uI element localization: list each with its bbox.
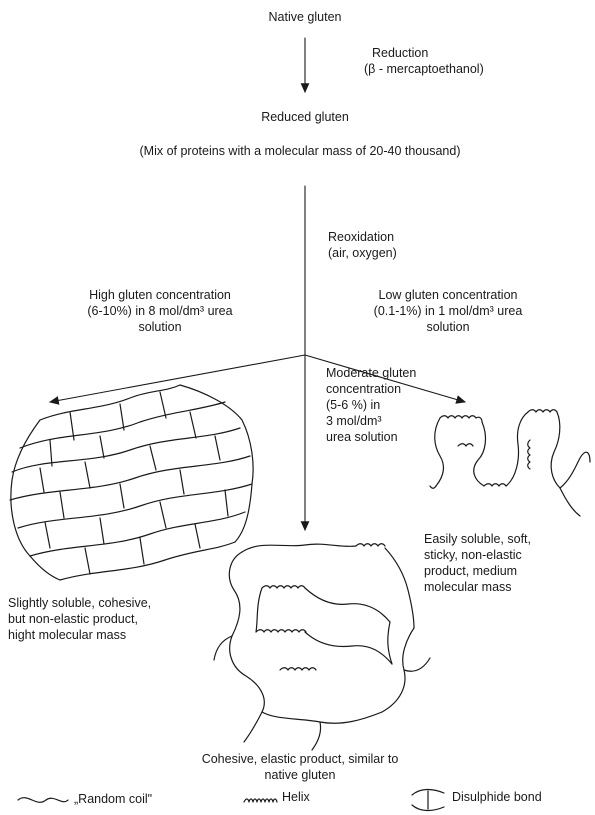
left-product-line3: hight molecular mass (8, 628, 126, 643)
high-concentration-line1: High gluten concentration (30, 288, 290, 303)
moderate-concentration-line5: urea solution (326, 430, 398, 445)
center-product-line2: native gluten (140, 768, 460, 783)
legend-disulphide-symbol (412, 789, 444, 810)
native-gluten-label: Native gluten (205, 10, 405, 25)
moderate-concentration-line3: (5-6 %) in (326, 398, 380, 413)
right-product-illustration (430, 410, 590, 516)
reduced-gluten-title: Reduced gluten (205, 110, 405, 125)
left-product-line1: Slightly soluble, cohesive, (8, 596, 151, 611)
legend-helix-symbol (244, 799, 277, 802)
reoxidation-agent-label: (air, oxygen) (328, 246, 397, 261)
reduction-label: Reduction (372, 46, 428, 61)
right-product-line2: sticky, non-elastic (424, 548, 522, 563)
high-concentration-line2: (6-10%) in 8 mol/dm³ urea (30, 304, 290, 319)
arrow-to-left-product (50, 355, 305, 402)
legend-random-coil-label: „Random coil" (74, 792, 152, 807)
center-product-line1: Cohesive, elastic product, similar to (140, 752, 460, 767)
low-concentration-line3: solution (318, 320, 578, 335)
legend-disulphide-label: Disulphide bond (452, 790, 542, 805)
moderate-concentration-line1: Moderate gluten (326, 366, 416, 381)
left-product-line2: but non-elastic product, (8, 612, 138, 627)
moderate-concentration-line4: 3 mol/dm³ (326, 414, 382, 429)
moderate-concentration-line2: concentration (326, 382, 401, 397)
right-product-line4: molecular mass (424, 580, 512, 595)
reduced-gluten-note: (Mix of proteins with a molecular mass o… (30, 144, 570, 159)
legend-helix-label: Helix (282, 790, 310, 805)
reoxidation-label: Reoxidation (328, 230, 394, 245)
left-product-network-illustration (10, 385, 253, 580)
right-product-line1: Easily soluble, soft, (424, 532, 531, 547)
reduction-agent-label: (β - mercaptoethanol) (364, 62, 484, 77)
center-product-illustration (214, 544, 430, 750)
low-concentration-line2: (0.1-1%) in 1 mol/dm³ urea (318, 304, 578, 319)
legend-random-coil-symbol (18, 798, 68, 803)
right-product-line3: product, medium (424, 564, 517, 579)
low-concentration-line1: Low gluten concentration (318, 288, 578, 303)
high-concentration-line3: solution (30, 320, 290, 335)
